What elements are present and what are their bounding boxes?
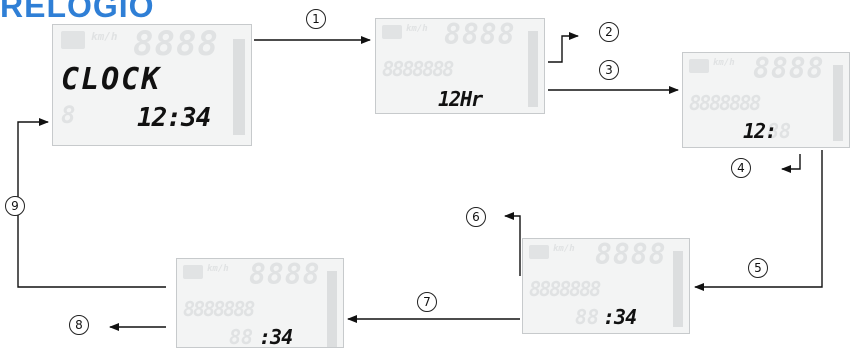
arrow-step-5: [694, 150, 823, 291]
lcd-screen-clock: km/h 8888 8 CLOCK 12:34: [52, 24, 252, 146]
step-marker-2: 2: [599, 22, 619, 42]
clock-time: 12:34: [137, 103, 211, 133]
clock-word: CLOCK: [61, 62, 162, 97]
arrow-step-4: [781, 154, 801, 173]
arrow-step-9: [17, 118, 166, 288]
step-marker-9: 9: [5, 196, 25, 216]
step-marker-4: 4: [731, 158, 751, 178]
arrow-step-2: [548, 32, 579, 63]
step-marker-8: 8: [69, 315, 89, 335]
step-marker-5: 5: [748, 258, 768, 278]
page-title: RELOGIO: [0, 0, 155, 24]
lcd-screen-12hr: km/h 8888 8888888 12Hr: [375, 18, 545, 114]
hour-set-value: 12:: [743, 119, 777, 143]
minute-set-value: :34: [603, 305, 637, 329]
lcd-screen-minute-set: km/h 8888 8888888 88 :34: [522, 238, 690, 334]
minute-confirm-value: :34: [259, 325, 293, 348]
hour-mode-value: 12Hr: [438, 87, 483, 111]
arrow-step-6: [504, 212, 521, 276]
step-marker-6: 6: [466, 207, 486, 227]
step-marker-7: 7: [417, 292, 437, 312]
lcd-screen-hour-set: km/h 8888 8888888 88 12:: [682, 52, 850, 148]
step-marker-1: 1: [306, 9, 326, 29]
lcd-screen-minute-confirm: km/h 8888 8888888 88 :34: [176, 258, 344, 348]
step-marker-3: 3: [599, 60, 619, 80]
